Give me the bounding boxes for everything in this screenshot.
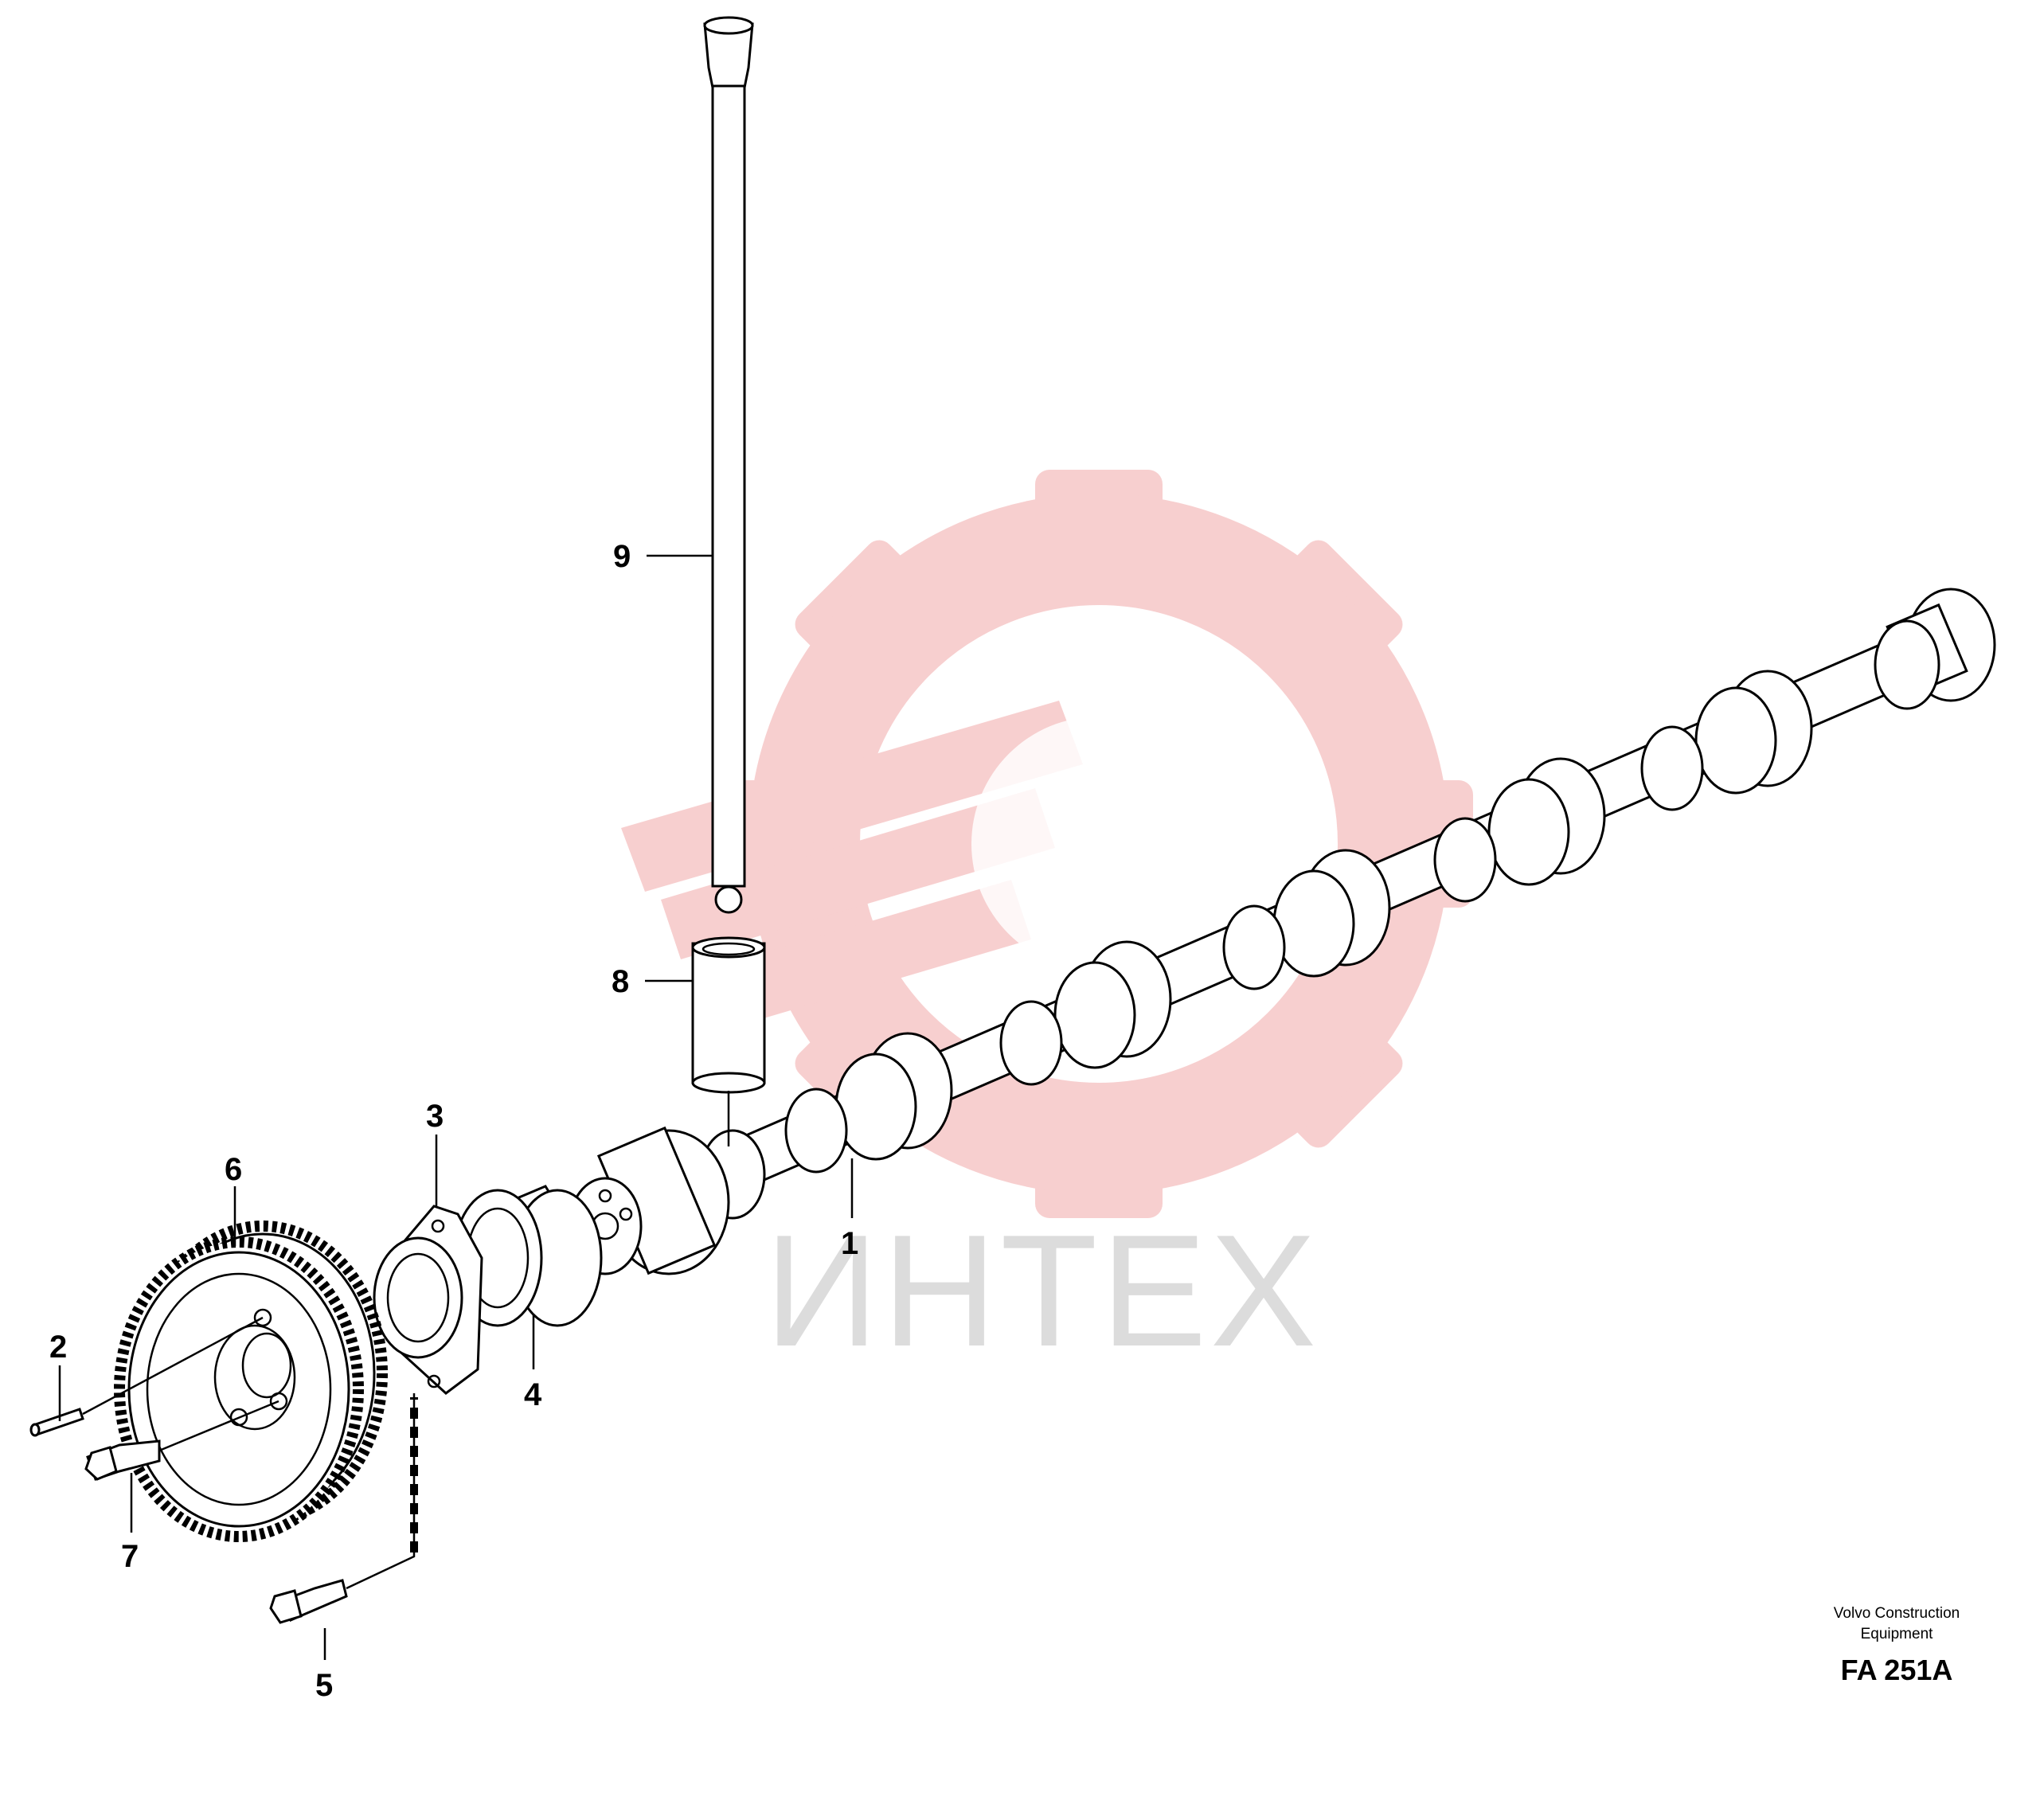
callout-6: 6 [225, 1152, 242, 1187]
callout-1: 1 [841, 1226, 858, 1261]
camshaft-bushing [452, 1185, 603, 1327]
watermark-gear-logo [621, 470, 1473, 1218]
callout-4: 4 [524, 1377, 542, 1412]
flange-bolt [269, 1393, 418, 1624]
credit-line-1: Volvo Construction [1834, 1605, 1960, 1622]
callout-5: 5 [315, 1668, 333, 1703]
camshaft-gear [114, 1220, 388, 1542]
callout-7: 7 [121, 1539, 139, 1574]
credit-line-2: Equipment [1861, 1626, 1934, 1642]
camshaft-lobes [699, 588, 1996, 1220]
thrust-flange [373, 1205, 483, 1395]
watermark-text: ИНТЕХ [764, 1202, 1319, 1380]
camshaft [568, 588, 1996, 1275]
figure-code: FA 251A [1841, 1654, 1953, 1686]
push-rod [703, 16, 754, 914]
leader-lines [58, 554, 854, 1660]
valve-tappet [691, 936, 766, 1146]
dowel-pin [29, 1316, 264, 1437]
credit-block: Volvo Construction Equipment FA 251A [1834, 1605, 1960, 1686]
callout-2: 2 [49, 1330, 67, 1365]
callout-9: 9 [613, 539, 631, 574]
callout-8: 8 [612, 964, 629, 999]
callout-3: 3 [426, 1099, 444, 1134]
callout-labels: 1 2 3 4 5 6 7 8 9 [49, 539, 858, 1703]
gear-bolt [84, 1400, 279, 1481]
